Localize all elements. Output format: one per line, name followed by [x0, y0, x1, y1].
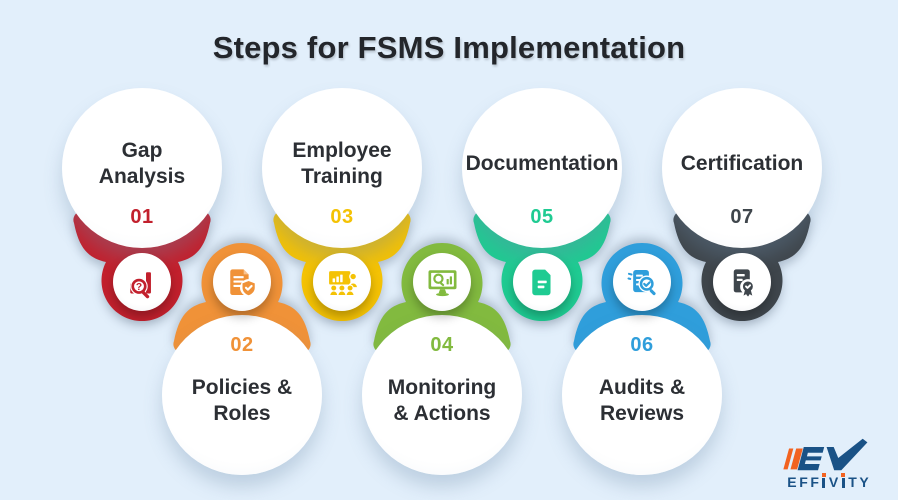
svg-text:?: ? [135, 281, 141, 292]
step-label: Certification [680, 151, 804, 175]
step-02: Policies & Roles 02 [162, 0, 322, 500]
step-circle [162, 315, 322, 475]
step-07: Certification 07 [662, 0, 822, 500]
step-icon-circle [513, 253, 571, 311]
presentation-people-icon [328, 270, 358, 296]
wordmark-letter: V [828, 474, 839, 490]
step-number: 06 [630, 334, 654, 356]
step-icon-circle [413, 253, 471, 311]
page-title: Steps for FSMS Implementation [212, 30, 686, 65]
document-icon [531, 269, 551, 295]
step-04: Monitoring & Actions 04 [362, 0, 522, 500]
step-number: 04 [430, 334, 454, 356]
step-label: Monitoring & Actions [387, 375, 497, 425]
step-label: Policies & Roles [191, 375, 293, 425]
step-circle [562, 315, 722, 475]
effivity-logo-mark [783, 438, 868, 471]
step-circle [462, 88, 622, 248]
wordmark-letter: E [787, 474, 797, 490]
wordmark-letter-i [841, 472, 846, 488]
step-number: 07 [730, 206, 754, 228]
step-circle [62, 88, 222, 248]
document-shield-icon [229, 268, 257, 296]
step-03: Employee Training 03 [262, 0, 422, 500]
step-circle [662, 88, 822, 248]
audit-magnifier-icon [626, 269, 656, 295]
certificate-icon [733, 268, 756, 296]
step-label: Employee Training [292, 138, 392, 188]
step-number: 01 [130, 206, 154, 228]
step-icon-circle [313, 253, 371, 311]
step-icon-circle [213, 253, 271, 311]
bar-chart-magnifier-icon: ? [129, 271, 151, 298]
step-number: 02 [230, 334, 254, 356]
step-circle [362, 315, 522, 475]
wordmark-letter: F [810, 474, 819, 490]
step-label: Audits & Reviews [598, 375, 686, 425]
wordmark-letter: F [799, 474, 808, 490]
step-05: Documentation 05 [462, 0, 622, 500]
wordmark-letter: Y [859, 474, 869, 490]
step-icon-circle [613, 253, 671, 311]
step-01: Gap Analysis 01 ? [62, 0, 222, 500]
step-circle [262, 88, 422, 248]
step-label: Gap Analysis [98, 138, 186, 188]
wordmark-letter: T [848, 474, 857, 490]
step-label: Documentation [465, 151, 619, 175]
step-icon-circle [713, 253, 771, 311]
step-icon-circle: ? [113, 253, 171, 311]
monitor-magnifier-icon [428, 269, 456, 296]
step-number: 05 [530, 206, 554, 228]
step-number: 03 [330, 206, 354, 228]
step-06: Audits & Reviews 06 [562, 0, 722, 500]
wordmark-letter-i [822, 472, 826, 488]
